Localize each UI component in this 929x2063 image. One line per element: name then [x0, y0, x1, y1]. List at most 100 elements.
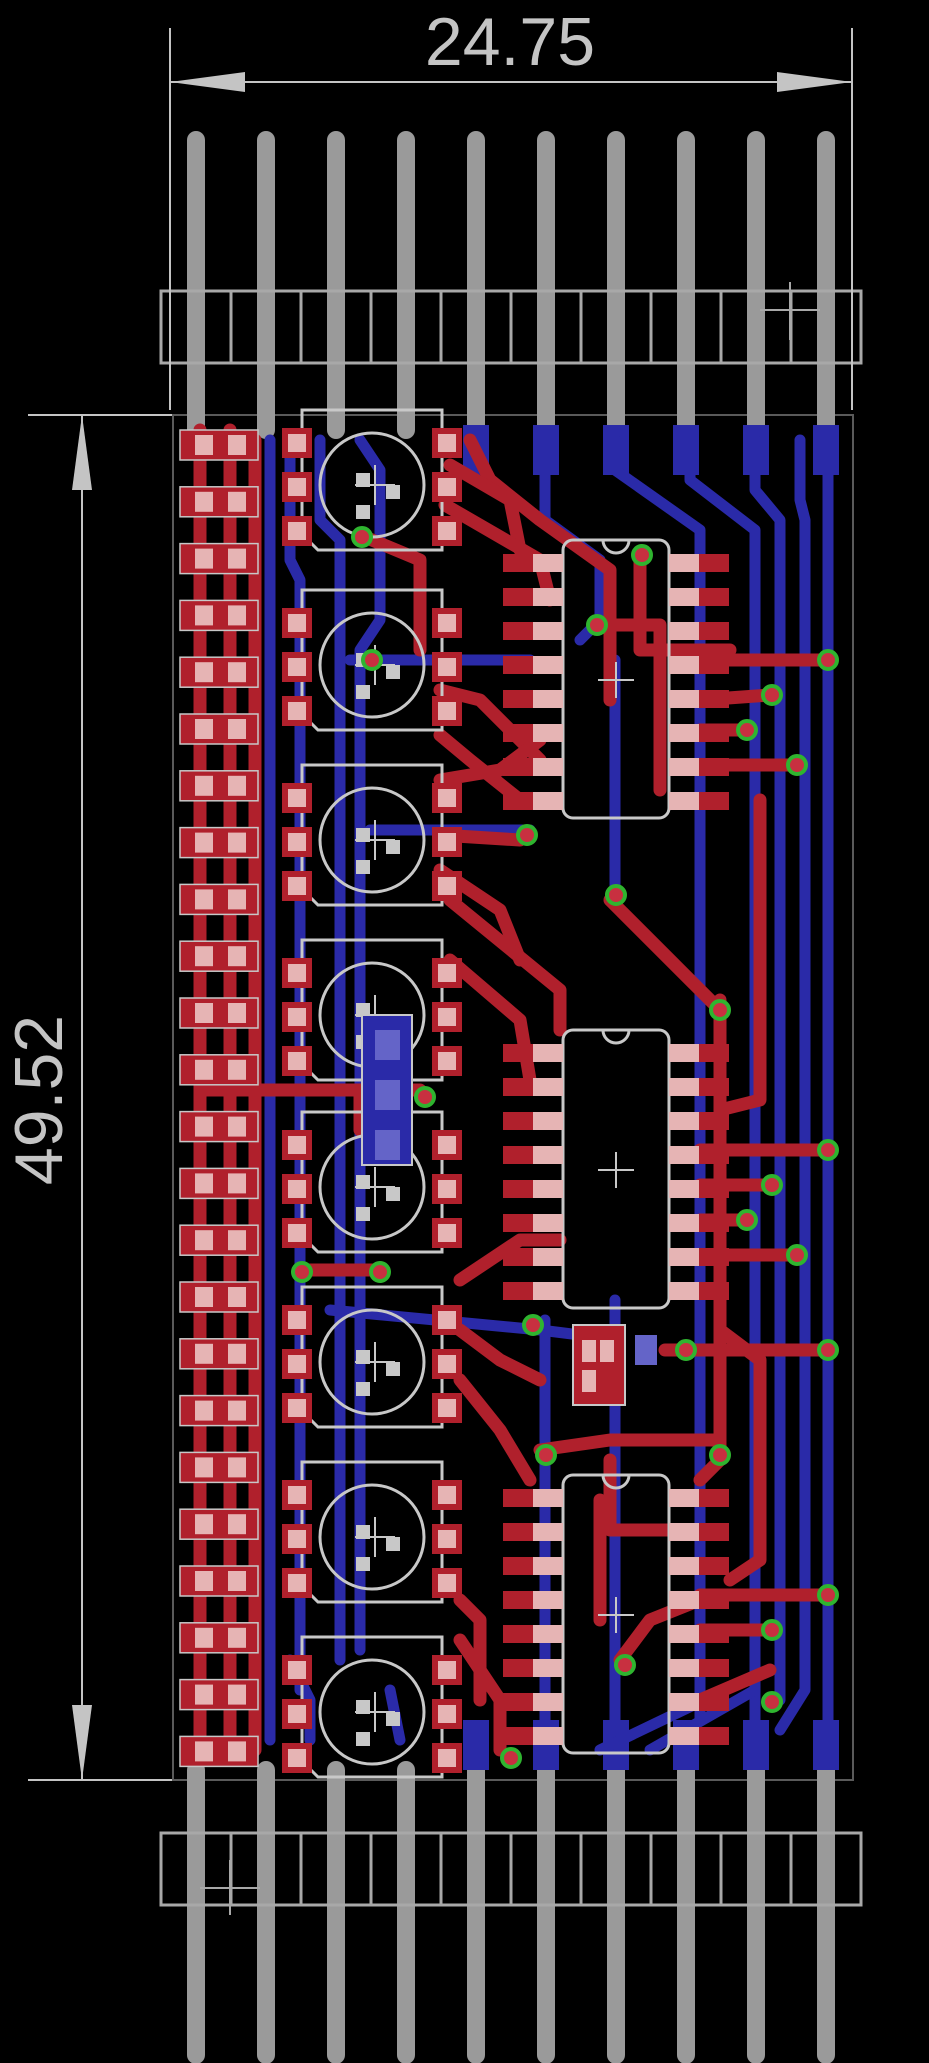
via: [614, 1654, 636, 1676]
transistor-pad: [356, 1382, 370, 1396]
ic-lead-pad: [533, 656, 563, 674]
smd-component-center: [361, 1014, 413, 1166]
transistor-lead-pad: [288, 877, 306, 895]
resistor-pad: [228, 491, 246, 512]
resistor: [179, 1110, 259, 1143]
transistor-outline: [300, 1460, 444, 1604]
transistor-body: [318, 1483, 426, 1591]
transistor-lead-pad: [438, 1180, 456, 1198]
transistor-lead-pad: [288, 1180, 306, 1198]
resistor: [179, 599, 259, 632]
transistor-lead-pad: [288, 1705, 306, 1723]
ic-lead-pad: [533, 588, 563, 606]
resistor: [179, 1167, 259, 1200]
transistor-lead-pad: [438, 614, 456, 632]
ic-lead-pad: [669, 1659, 699, 1677]
resistor: [179, 770, 259, 802]
transistor-pad: [356, 505, 370, 519]
board-outline: [172, 414, 854, 1781]
via: [414, 1086, 436, 1108]
smd-component-right: [572, 1324, 657, 1406]
transistor-lead-pad: [288, 1224, 306, 1242]
resistor: [179, 713, 259, 745]
ic-lead-pad: [533, 1727, 563, 1745]
ic-lead-pad: [669, 1214, 699, 1232]
width-dimension: [169, 28, 853, 410]
via: [516, 824, 538, 846]
via: [369, 1261, 391, 1283]
transistor-lead-pad: [288, 478, 306, 496]
transistor-lead-pad: [288, 1311, 306, 1329]
transistor-pad: [356, 1350, 370, 1364]
transistor-pad: [356, 1175, 370, 1189]
transistor-lead-pad: [438, 1661, 456, 1679]
resistor-pad: [195, 1003, 213, 1023]
ic-lead-pad: [533, 1214, 563, 1232]
ic-lead-pad: [669, 554, 699, 572]
resistor-pad: [228, 1457, 246, 1478]
transistor-pad: [386, 1537, 400, 1551]
transistor-lead-pad: [288, 964, 306, 982]
transistor-outline: [300, 408, 444, 552]
transistor-outline: [300, 588, 444, 732]
transistor-lead-pad: [288, 658, 306, 676]
transistor-lead-pad: [288, 1399, 306, 1417]
transistor-lead-pad: [288, 789, 306, 807]
resistor-pad: [228, 1627, 246, 1648]
transistor-pad: [356, 1557, 370, 1571]
transistor-lead-pad: [288, 1008, 306, 1026]
resistor-pad: [228, 548, 246, 569]
resistor-pad: [228, 1514, 246, 1535]
transistor-lead-pad: [438, 1224, 456, 1242]
via: [291, 1261, 313, 1283]
resistor: [179, 1622, 259, 1654]
via: [761, 1691, 783, 1713]
resistor-pad: [228, 946, 246, 967]
resistor-pad: [228, 889, 246, 910]
resistor-pad: [195, 435, 213, 455]
left-resistor-array: [179, 429, 259, 1768]
transistor-lead-pad: [288, 434, 306, 452]
resistor-pad: [228, 605, 246, 626]
transistor-lead-pad: [438, 877, 456, 895]
ic-lead-pad: [533, 1146, 563, 1164]
resistor-pad: [228, 1571, 246, 1591]
transistor-lead-pad: [438, 478, 456, 496]
transistor-pad: [386, 1362, 400, 1376]
ic-lead-pad: [669, 1146, 699, 1164]
ic-notch: [601, 539, 631, 555]
ic-lead-pad: [669, 1044, 699, 1062]
ic-body: [561, 1028, 671, 1310]
resistor-pad: [228, 435, 246, 455]
ic-lead-pad: [533, 554, 563, 572]
transistor-body: [318, 1308, 426, 1416]
transistor-lead-pad: [288, 1355, 306, 1373]
transistor-lead-pad: [288, 833, 306, 851]
bottom-header-crosshair: [200, 1860, 260, 1915]
ic-lead-pad: [533, 1078, 563, 1096]
ic-lead-pad: [533, 792, 563, 810]
ic-lead-pad: [533, 1625, 563, 1643]
height-dimension: [28, 414, 172, 1781]
via: [351, 526, 373, 548]
resistor: [179, 997, 259, 1029]
ic-body: [561, 1473, 671, 1755]
resistor: [179, 542, 259, 575]
transistor-outline: [300, 1110, 444, 1254]
resistor-pad: [195, 662, 213, 683]
resistor: [179, 656, 259, 688]
resistor-pad: [228, 832, 246, 853]
via: [522, 1314, 544, 1336]
resistor-pad: [228, 1230, 246, 1251]
top-header-pins: [187, 131, 839, 475]
transistor-lead-pad: [288, 1052, 306, 1070]
via: [817, 1584, 839, 1606]
resistor: [179, 826, 259, 859]
ic-notch: [601, 1029, 631, 1045]
ic-lead-pad: [669, 1112, 699, 1130]
via: [761, 1619, 783, 1641]
transistor-lead-pad: [438, 1052, 456, 1070]
ic-lead-pad: [669, 1180, 699, 1198]
ic-lead-pad: [533, 1044, 563, 1062]
